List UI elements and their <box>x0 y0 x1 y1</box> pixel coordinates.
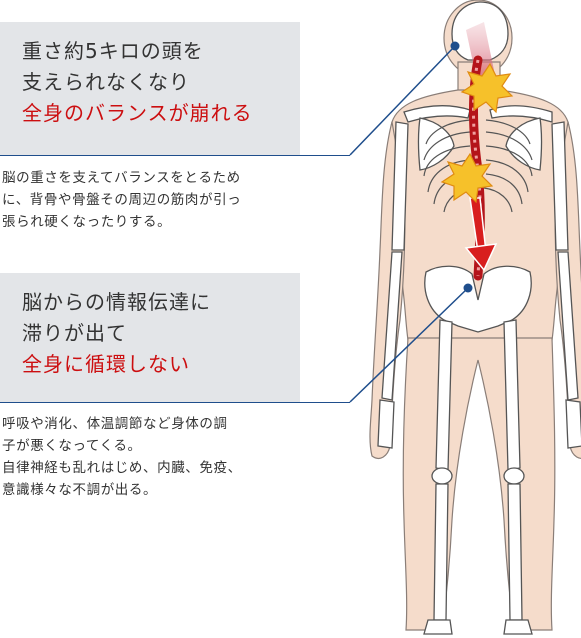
panel1-body-line1: 脳の重さを支えてバランスをとるため <box>2 170 241 186</box>
panel2-divider <box>0 402 350 403</box>
panel2-heading-line2: 滞りが出て <box>22 321 127 345</box>
panel2-body-line4: 意識様々な不調が出る。 <box>2 482 158 498</box>
panel1-heading-emphasis: 全身のバランスが崩れる <box>22 101 253 125</box>
panel2-body-line1: 呼吸や消化、体温調節など身体の調 <box>2 416 228 432</box>
pain-burst-icon <box>460 62 514 114</box>
pointer-dot-icon <box>450 41 460 51</box>
panel1-body-line2: に、背骨や骨盤その周辺の筋肉が引っ <box>2 192 242 208</box>
panel1-heading-line2: 支えられなくなり <box>22 70 190 94</box>
panel2-body-line3: 自律神経も乱れはじめ、内臓、免疫、 <box>2 460 242 476</box>
leader-lines <box>349 45 469 403</box>
panel1-heading-line1: 重さ約5キロの頭を <box>22 39 204 63</box>
panel-information-transmission: 脳からの情報伝達に 滞りが出て 全身に循環しない <box>0 273 300 402</box>
panel2-heading-line1: 脳からの情報伝達に <box>22 290 211 314</box>
skeleton <box>377 1 581 635</box>
panel2-body: 呼吸や消化、体温調節など身体の調 子が悪くなってくる。 自律神経も乱れはじめ、内… <box>2 413 302 501</box>
panel2-heading-emphasis: 全身に循環しない <box>22 352 190 376</box>
pain-burst-icon-lower <box>440 152 494 204</box>
panel-head-weight: 重さ約5キロの頭を 支えられなくなり 全身のバランスが崩れる <box>0 22 300 155</box>
panel1-body: 脳の重さを支えてバランスをとるため に、背骨や骨盤その周辺の筋肉が引っ 張られ硬… <box>2 167 302 233</box>
panel2-body-line2: 子が悪くなってくる。 <box>2 438 142 454</box>
panel1-divider <box>0 155 350 156</box>
panel1-body-line3: 張られ硬くなったりする。 <box>2 214 172 230</box>
ribcage <box>423 119 533 213</box>
pointer-dot-icon-lower <box>463 283 473 293</box>
